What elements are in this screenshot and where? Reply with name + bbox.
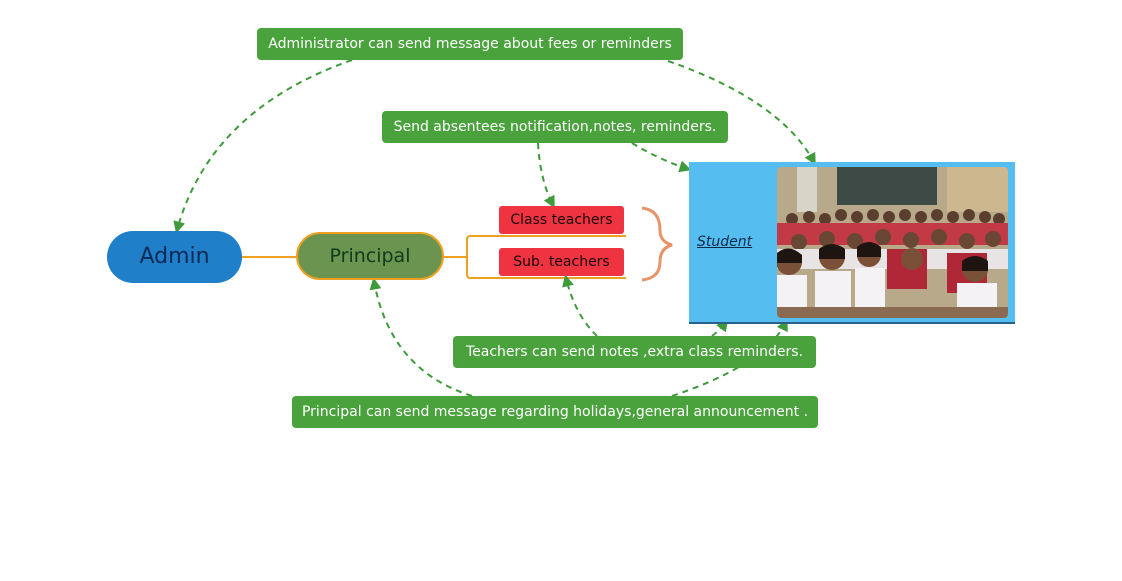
admin-node: Admin [107,231,242,283]
teachers-curly-brace [641,206,673,282]
teachers-bracket [466,235,626,279]
principal-node: Principal [296,232,444,280]
teachers-notes-message-box: Teachers can send notes ,extra class rem… [453,336,816,368]
arrow-absentees-to-student [631,142,692,173]
arrow-absentees-to-class-teachers [537,142,555,209]
class-teachers-node: Class teachers [499,206,624,234]
arrow-admin-message-to-student [667,60,816,166]
absentees-message-box: Send absentees notification,notes, remin… [382,111,728,143]
arrow-teachers-notes-to-sub-teachers [562,274,598,337]
student-node: Student [689,162,1015,324]
principal-message-box: Principal can send message regarding hol… [292,396,818,428]
students-classroom-photo [777,167,1008,318]
sub-teachers-node: Sub. teachers [499,248,624,276]
administrator-message-box: Administrator can send message about fee… [257,28,683,60]
arrow-principal-message-to-principal [369,277,473,397]
student-label: Student [697,234,753,250]
arrow-teachers-notes-to-student [711,319,729,337]
arrow-admin-message-to-admin [173,59,353,234]
